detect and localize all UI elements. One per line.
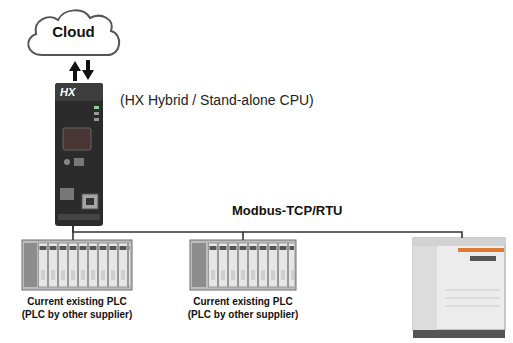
compressor-panel xyxy=(470,256,496,261)
cpu-cap xyxy=(55,83,103,101)
cpu-ethernet xyxy=(82,194,98,209)
compressor-top xyxy=(413,238,505,246)
plc-box: Current existing PLC (PLC by other suppl… xyxy=(22,240,132,290)
node-title: Cloud xyxy=(22,5,125,58)
plc-rack xyxy=(22,240,132,290)
logo-text: HX xyxy=(60,86,75,98)
compressor-vent xyxy=(445,306,500,307)
cpu-body xyxy=(55,83,103,226)
cloud-shape: Cloud xyxy=(22,5,125,58)
plc-modules xyxy=(208,242,294,288)
plc-power xyxy=(192,243,206,287)
cpu-led xyxy=(94,112,99,115)
compressor-body xyxy=(413,238,505,330)
cpu-port xyxy=(74,158,84,166)
plc-body xyxy=(22,240,132,290)
compressor-vent xyxy=(445,290,500,291)
cpu-device xyxy=(55,83,103,226)
plc-rack xyxy=(190,240,296,290)
bus-label: Modbus-TCP/RTU xyxy=(232,203,342,218)
device-caption: Current existing PLC (PLC by other suppl… xyxy=(18,295,136,321)
compressor-side xyxy=(413,246,437,330)
device-caption: (HX Hybrid / Stand-alone CPU) xyxy=(120,92,314,108)
plc-power xyxy=(24,243,37,287)
plc-modules xyxy=(38,242,130,288)
plc-box: Current existing PLC (PLC by other suppl… xyxy=(190,240,296,290)
bus-line xyxy=(73,226,243,240)
device-caption: Current existing PLC (PLC by other suppl… xyxy=(184,295,302,321)
cpu-box: (HX Hybrid / Stand-alone CPU) xyxy=(55,83,103,226)
cpu-ethernet xyxy=(86,198,94,205)
data-arrow xyxy=(73,71,77,81)
cpu-strip xyxy=(58,214,100,220)
cpu-led xyxy=(94,118,99,121)
data-arrow xyxy=(86,60,90,70)
compressor-vent xyxy=(445,298,500,299)
compressor-unit xyxy=(413,238,505,338)
compressor-stripe xyxy=(458,248,504,252)
bus-wire xyxy=(243,232,462,238)
plc-body xyxy=(190,240,296,290)
cpu-led xyxy=(94,106,99,109)
cpu-display xyxy=(63,128,91,150)
cpu-port xyxy=(60,188,74,200)
compressor-base xyxy=(413,330,505,338)
cpu-port xyxy=(64,159,70,165)
